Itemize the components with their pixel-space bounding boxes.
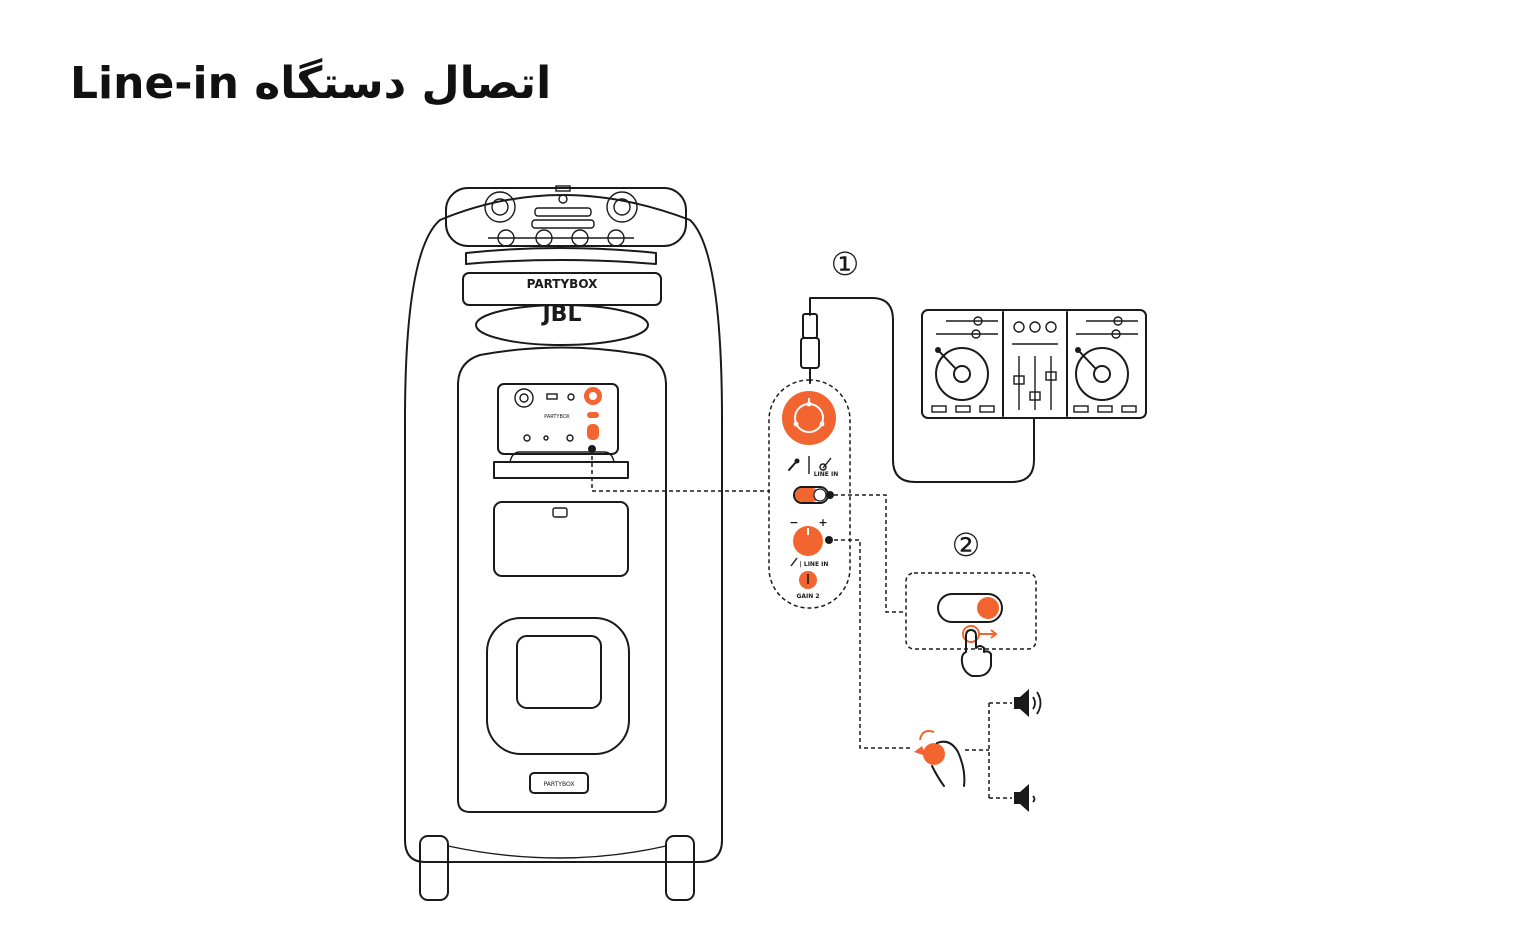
speaker-low-volume-icon [1014,784,1036,812]
control-panel-callout: LINE IN − + | LINE IN GAIN 2 [768,379,851,609]
line-in-label: LINE IN [814,471,839,478]
mic-input-jack [514,388,534,408]
panel-label: PARTYBOX [544,414,570,420]
speaker-to-panel-guide [591,449,770,492]
enlarged-toggle [937,593,1003,623]
audio-cable [800,297,1035,483]
woofer-outer [486,617,630,755]
combo-input-jack [782,391,836,445]
woofer-inner [516,635,602,709]
knob-plus-label: + [818,516,827,529]
page-title: Line-in اتصال دستگاه [70,58,552,109]
speaker-high-volume-icon [1014,689,1042,717]
speaker-illustration: PARTYBOX JBL PARTYBOX PARTYBOX [404,185,723,901]
step-1-marker: ① [831,245,860,283]
mid-panel [493,501,629,577]
footer-badge [529,772,589,794]
left-turntable [935,347,989,401]
step-2-marker: ② [952,526,981,564]
mic-icon [788,458,800,471]
brand-logo-label: JBL [541,302,582,327]
top-right-dial [606,191,638,223]
knob-to-volume-guide [834,539,912,749]
brand-top-label: PARTYBOX [527,277,598,291]
control-panel-frame [768,379,851,609]
dj-mixer-device [921,309,1147,419]
line-in-volume-knob [793,526,823,556]
speaker-body [404,194,723,863]
connector-panel [497,383,619,455]
gain-label: GAIN 2 [796,593,819,600]
top-control-deck [445,187,687,247]
logo-oval [475,304,649,346]
knob-line-in-label: | LINE IN [800,561,829,568]
hand-turn-icon [914,730,966,787]
hand-press-icon [960,625,998,677]
right-turntable [1075,347,1129,401]
handle-slot [552,507,568,518]
mixer-body [921,309,1147,419]
toggle-to-step2-guide [834,494,906,613]
plug-housing [802,313,818,339]
guitar-icon [819,457,832,471]
knob-minus-label: − [789,516,798,529]
left-wheel [419,835,449,901]
step-2-callout-box [905,572,1037,650]
footer-label: PARTYBOX [544,781,575,788]
right-wheel [665,835,695,901]
top-left-dial [484,191,516,223]
volume-branch [965,702,1012,799]
front-frame [457,346,667,813]
